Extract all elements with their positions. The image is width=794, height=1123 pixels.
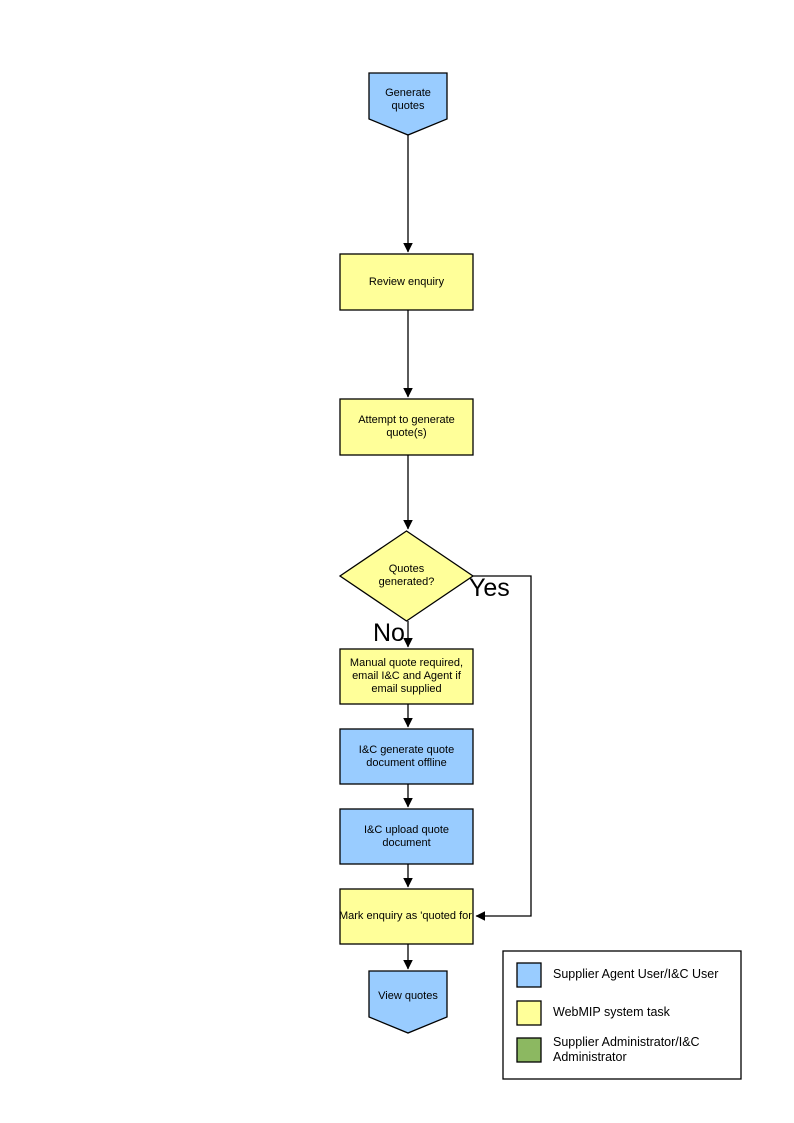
legend-swatch-supplier-agent-user xyxy=(516,962,542,988)
legend-swatch-webmip-system-task xyxy=(516,1000,542,1026)
edges xyxy=(403,135,532,970)
legend xyxy=(502,950,742,1080)
edge-label-yes: Yes xyxy=(469,574,510,602)
legend-label-supplier-agent-user: Supplier Agent User/I&C User xyxy=(553,967,719,981)
edge-decision-yes-to-mark xyxy=(473,575,532,921)
node-attempt-generate-quotes[interactable] xyxy=(339,398,474,456)
legend-label-supplier-administrator: Supplier Administrator/I&C Administrator xyxy=(553,1035,700,1064)
edge-label-no: No xyxy=(373,619,405,647)
node-quotes-generated-decision[interactable] xyxy=(338,530,475,622)
node-generate-quotes[interactable] xyxy=(368,72,448,136)
node-view-quotes[interactable] xyxy=(368,970,448,1034)
node-ic-upload-quote-document[interactable] xyxy=(339,808,474,865)
node-ic-generate-quote-offline[interactable] xyxy=(339,728,474,785)
legend-swatch-supplier-administrator xyxy=(516,1037,542,1063)
legend-border xyxy=(502,950,742,1080)
node-review-enquiry[interactable] xyxy=(339,253,474,311)
legend-label-webmip-system-task: WebMIP system task xyxy=(553,1005,670,1019)
node-manual-quote-required[interactable] xyxy=(339,648,474,705)
node-mark-enquiry-quoted-for[interactable] xyxy=(339,888,474,945)
